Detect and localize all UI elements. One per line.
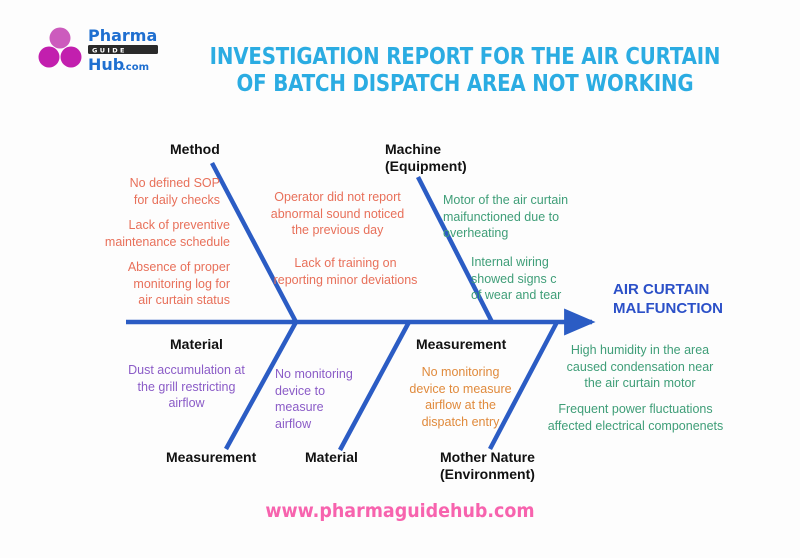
effect-label: AIR CURTAIN MALFUNCTION — [613, 281, 723, 317]
branch-method — [210, 161, 298, 324]
category-label-measurement-mid: Measurement — [416, 336, 507, 352]
svg-text:Hub: Hub — [88, 55, 124, 74]
category-label-material-top: Material — [170, 336, 223, 352]
category-label-mother-nature-line2: (Environment) — [440, 466, 535, 482]
pharmaguidehub-logo: Pharma GUIDE Hub .com — [38, 24, 158, 82]
category-label-machine-line2: (Equipment) — [385, 158, 467, 174]
category-label-machine-line1: Machine — [385, 141, 442, 157]
svg-text:Pharma: Pharma — [88, 26, 157, 45]
category-label-measurement-left: Measurement — [166, 449, 257, 465]
category-label-mother-nature-line1: Mother Nature — [440, 449, 535, 465]
branch-measurement-left — [224, 320, 298, 451]
svg-text:GUIDE: GUIDE — [92, 47, 127, 55]
branch-machine — [415, 175, 495, 324]
branch-mother-nature — [488, 320, 559, 451]
branch-material-bottom — [338, 320, 411, 452]
page-title: INVESTIGATION REPORT FOR THE AIR CURTAIN… — [209, 44, 721, 97]
category-label-material-bottom: Material — [305, 449, 358, 465]
footer-website-url: www.pharmaguidehub.com — [265, 500, 535, 522]
logo-circles-icon — [38, 27, 82, 68]
category-label-method: Method — [170, 141, 220, 157]
svg-text:.com: .com — [122, 62, 149, 73]
